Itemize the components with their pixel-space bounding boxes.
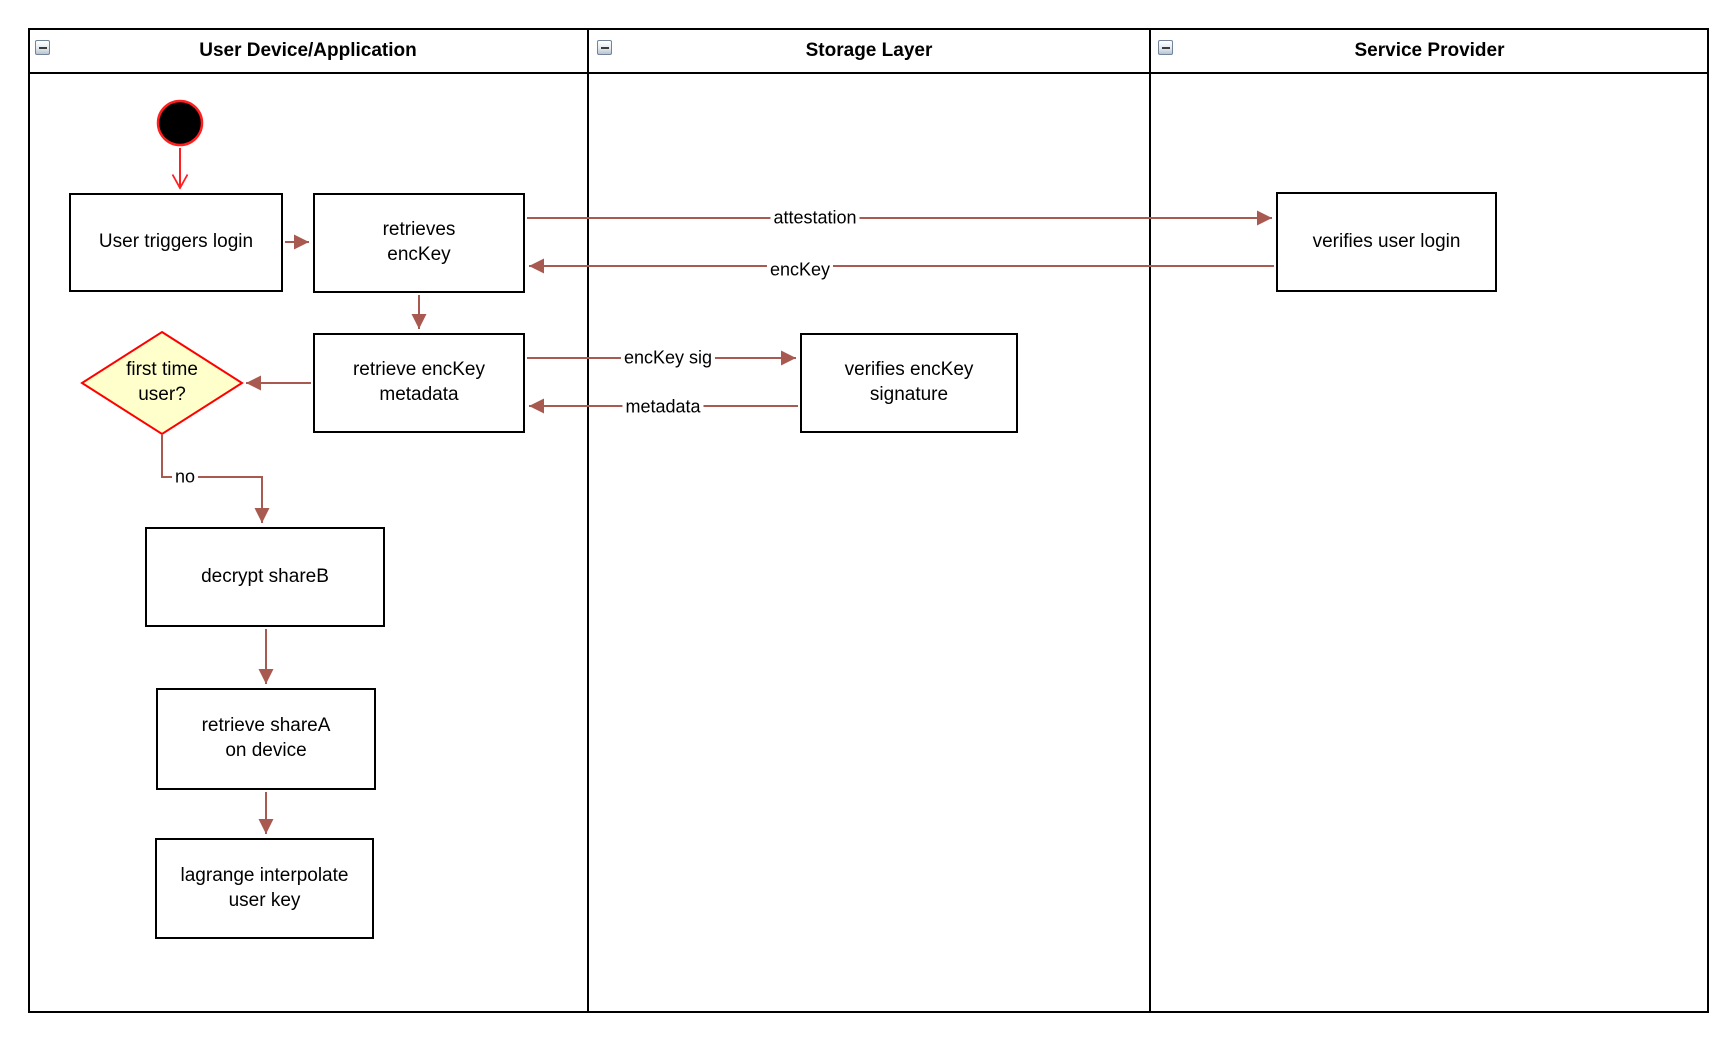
lane-divider-1 (587, 28, 589, 1013)
collapse-icon-storage-layer[interactable] (597, 40, 612, 55)
decision-first-time-user[interactable] (80, 330, 244, 436)
node-lagrange-interpolate[interactable]: lagrange interpolate user key (155, 838, 374, 939)
lane-title-service-provider: Service Provider (1354, 40, 1505, 61)
minus-icon (1161, 46, 1170, 49)
lane-title-user-device: User Device/Application (199, 40, 417, 61)
start-node[interactable] (156, 99, 204, 147)
collapse-icon-service-provider[interactable] (1158, 40, 1173, 55)
node-verifies-enckey-signature[interactable]: verifies encKey signature (800, 333, 1018, 433)
pool-border (28, 28, 1709, 1013)
node-retrieve-sharea[interactable]: retrieve shareA on device (156, 688, 376, 790)
node-verifies-user-login[interactable]: verifies user login (1276, 192, 1497, 292)
node-decrypt-shareb[interactable]: decrypt shareB (145, 527, 385, 627)
minus-icon (600, 46, 609, 49)
edge-label-attestation: attestation (770, 207, 860, 229)
edge-label-no: no (171, 466, 199, 488)
lane-header-divider (28, 72, 1709, 74)
decision-label: first time user? (126, 359, 198, 405)
node-user-triggers-login[interactable]: User triggers login (69, 193, 283, 292)
edge-label-metadata: metadata (622, 396, 704, 418)
minus-icon (38, 46, 47, 49)
lane-divider-2 (1149, 28, 1151, 1013)
node-retrieves-enckey[interactable]: retrieves encKey (313, 193, 525, 293)
edge-label-enckey-sig: encKey sig (620, 347, 716, 369)
lane-title-storage-layer: Storage Layer (805, 40, 933, 61)
collapse-icon-user-device[interactable] (35, 40, 50, 55)
edge-decision-no[interactable] (161, 435, 270, 523)
node-retrieve-enckey-metadata[interactable]: retrieve encKey metadata (313, 333, 525, 433)
edge-label-enckey: encKey (766, 259, 834, 281)
